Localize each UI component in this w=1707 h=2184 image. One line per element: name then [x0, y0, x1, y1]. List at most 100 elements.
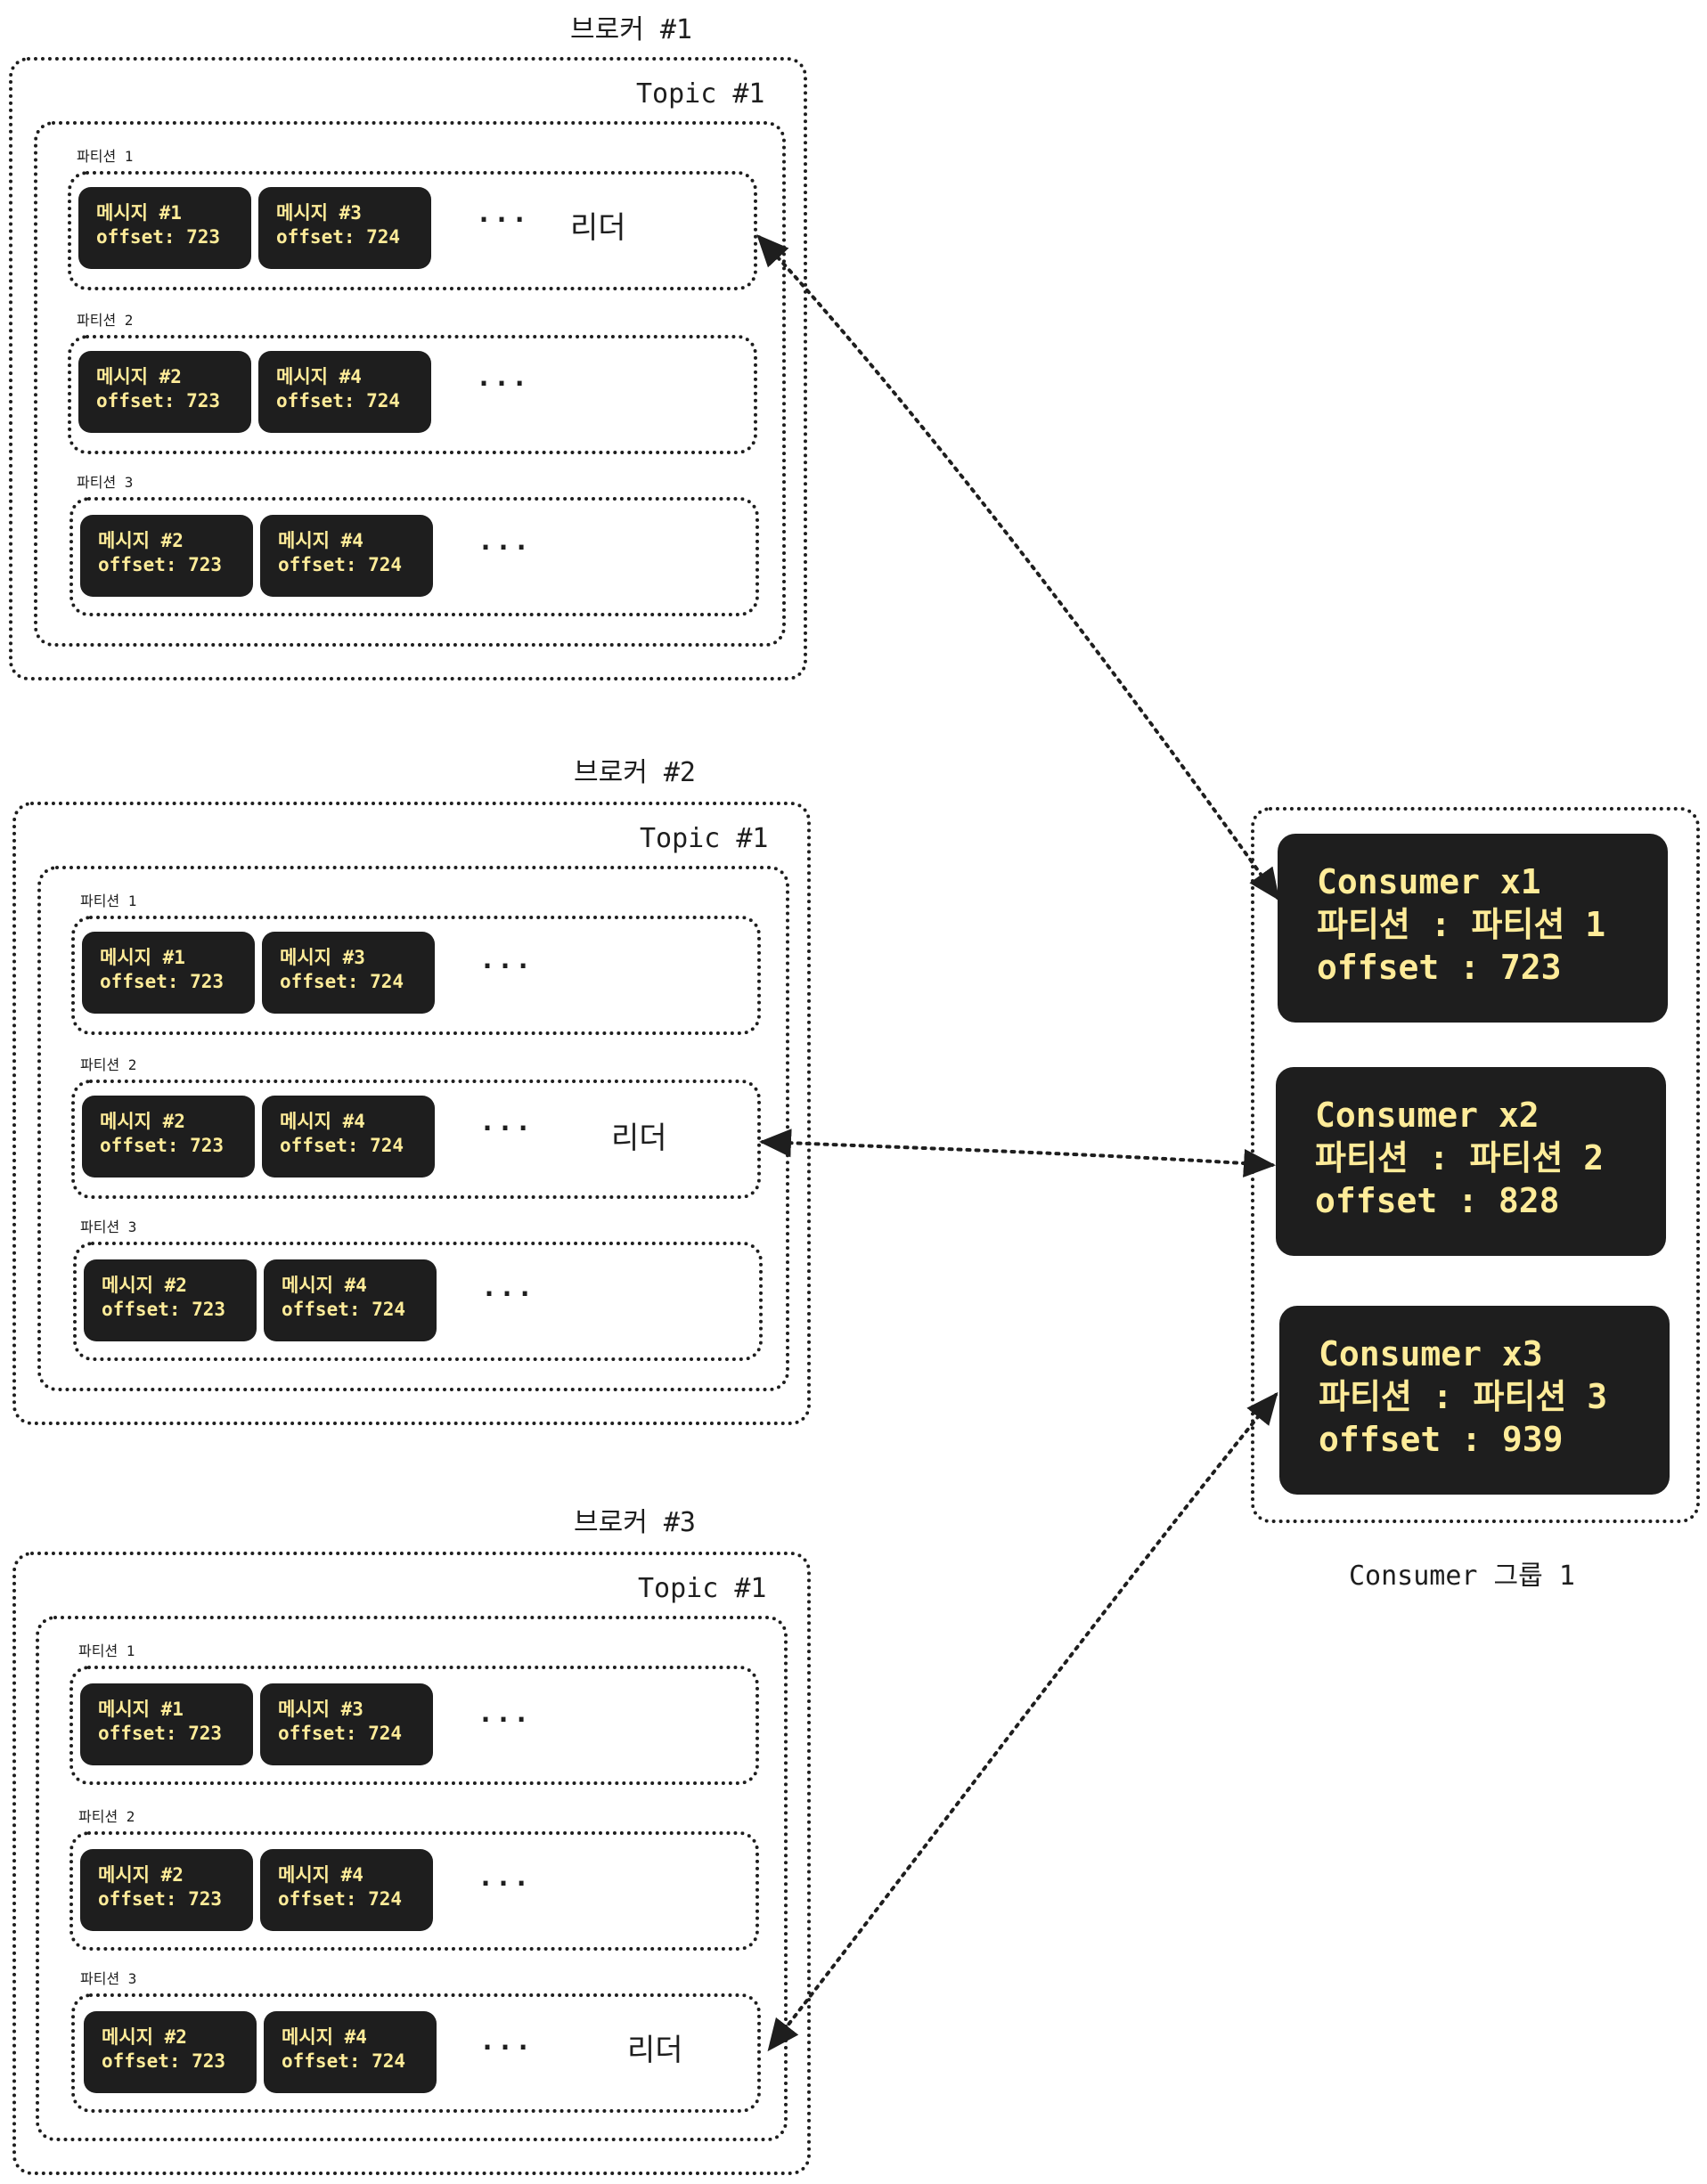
message-name: 메시지 #1 — [100, 947, 185, 968]
broker-title: 브로커 #3 — [574, 1507, 696, 1538]
message-box: 메시지 #2 offset: 723 — [80, 515, 253, 597]
message-box: 메시지 #2 offset: 723 — [78, 351, 251, 433]
message-offset: offset: 723 — [102, 2050, 226, 2072]
message-name: 메시지 #4 — [280, 1111, 365, 1132]
message-name: 메시지 #4 — [282, 2026, 367, 2048]
ellipsis: ··· — [476, 205, 530, 236]
message-offset: offset: 723 — [98, 1723, 223, 1744]
leader-label: 리더 — [611, 1121, 667, 1156]
partition-label: 파티션 1 — [77, 148, 134, 165]
leader-label: 리더 — [570, 210, 626, 246]
consumer-offset: offset : 723 — [1317, 948, 1562, 987]
topic-box — [37, 866, 789, 1391]
partition-box: 메시지 #1 offset: 723 메시지 #3 offset: 724 ··· — [69, 1666, 759, 1785]
message-name: 메시지 #1 — [96, 202, 182, 224]
message-name: 메시지 #4 — [282, 1275, 367, 1296]
message-offset: offset: 723 — [98, 554, 223, 575]
message-offset: offset: 724 — [280, 1135, 404, 1156]
message-box: 메시지 #1 offset: 723 — [80, 1683, 253, 1765]
consumer-name: Consumer x2 — [1315, 1096, 1540, 1135]
message-name: 메시지 #1 — [98, 1699, 184, 1720]
message-offset: offset: 723 — [96, 226, 221, 248]
partition-label: 파티션 1 — [80, 892, 137, 909]
topic-title: Topic #1 — [638, 1573, 767, 1604]
message-box: 메시지 #4 offset: 724 — [260, 515, 433, 597]
ellipsis: ··· — [479, 1113, 534, 1145]
topic-title: Topic #1 — [636, 78, 765, 110]
message-box: 메시지 #4 offset: 724 — [262, 1096, 435, 1178]
message-offset: offset: 724 — [278, 1723, 403, 1744]
message-box: 메시지 #1 offset: 723 — [82, 932, 255, 1014]
consumer-box: Consumer x2 파티션 : 파티션 2 offset : 828 — [1276, 1067, 1666, 1256]
message-offset: offset: 723 — [100, 1135, 225, 1156]
message-name: 메시지 #2 — [102, 1275, 187, 1296]
partition-box: 메시지 #2 offset: 723 메시지 #4 offset: 724 ··· — [69, 497, 759, 616]
message-name: 메시지 #3 — [280, 947, 365, 968]
message-box: 메시지 #3 offset: 724 — [262, 932, 435, 1014]
partition-label: 파티션 3 — [77, 474, 134, 491]
message-offset: offset: 724 — [282, 2050, 406, 2072]
message-name: 메시지 #4 — [278, 530, 363, 551]
ellipsis: ··· — [476, 369, 530, 400]
consumer-partition: 파티션 : 파티션 3 — [1319, 1377, 1608, 1416]
arrow-consumer2-partition2 — [759, 1129, 1276, 1178]
ellipsis: ··· — [478, 1705, 532, 1736]
consumer-box: Consumer x3 파티션 : 파티션 3 offset : 939 — [1279, 1306, 1670, 1495]
message-name: 메시지 #3 — [276, 202, 362, 224]
message-offset: offset: 724 — [278, 1888, 403, 1910]
message-offset: offset: 724 — [276, 226, 401, 248]
message-offset: offset: 723 — [96, 390, 221, 412]
message-name: 메시지 #2 — [98, 1864, 184, 1886]
message-name: 메시지 #2 — [96, 366, 182, 387]
partition-label: 파티션 2 — [77, 312, 134, 329]
message-box: 메시지 #2 offset: 723 — [82, 1096, 255, 1178]
partition-label: 파티션 3 — [80, 1218, 137, 1235]
consumer-group-label: Consumer 그룹 1 — [1349, 1561, 1575, 1592]
message-offset: offset: 724 — [276, 390, 401, 412]
consumer-name: Consumer x1 — [1317, 862, 1541, 901]
message-name: 메시지 #3 — [278, 1699, 363, 1720]
message-offset: offset: 723 — [102, 1299, 226, 1320]
consumer-name: Consumer x3 — [1319, 1334, 1543, 1373]
consumer-box: Consumer x1 파티션 : 파티션 1 offset : 723 — [1278, 834, 1668, 1023]
broker-title: 브로커 #2 — [574, 757, 696, 788]
partition-label: 파티션 2 — [80, 1056, 137, 1073]
message-box: 메시지 #3 offset: 724 — [260, 1683, 433, 1765]
partition-label: 파티션 2 — [78, 1808, 135, 1825]
broker-box — [12, 802, 811, 1425]
broker-title: 브로커 #1 — [570, 14, 692, 45]
ellipsis: ··· — [481, 1279, 535, 1310]
arrow-consumer3-partition3 — [767, 1391, 1278, 2052]
message-name: 메시지 #4 — [278, 1864, 363, 1886]
ellipsis: ··· — [479, 2033, 534, 2064]
partition-label: 파티션 3 — [80, 1970, 137, 1987]
arrow-consumer1-partition1 — [756, 234, 1280, 901]
message-name: 메시지 #2 — [98, 530, 184, 551]
message-name: 메시지 #2 — [100, 1111, 185, 1132]
message-offset: offset: 724 — [278, 554, 403, 575]
consumer-partition: 파티션 : 파티션 2 — [1315, 1138, 1605, 1178]
message-offset: offset: 723 — [100, 971, 225, 992]
message-offset: offset: 724 — [280, 971, 404, 992]
topic-title: Topic #1 — [640, 823, 769, 854]
consumer-offset: offset : 939 — [1319, 1420, 1564, 1459]
ellipsis: ··· — [478, 533, 532, 564]
ellipsis: ··· — [478, 1869, 532, 1900]
message-box: 메시지 #2 offset: 723 — [84, 1259, 257, 1341]
